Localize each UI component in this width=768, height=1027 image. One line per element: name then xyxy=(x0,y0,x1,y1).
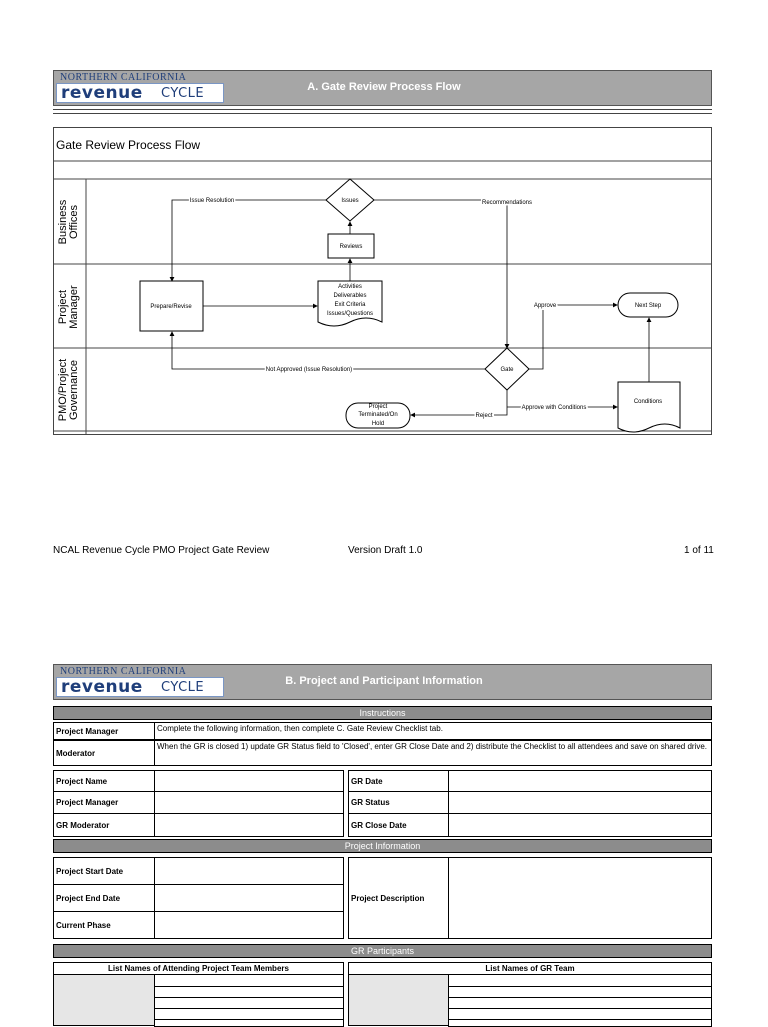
gr-moderator-field[interactable] xyxy=(154,813,344,837)
documents-shape xyxy=(317,280,383,327)
node-next-step-label: Next Step xyxy=(635,303,662,309)
edge-issue-resolution-label: Issue Resolution xyxy=(190,198,234,204)
start-date-label: Project Start Date xyxy=(53,857,155,885)
project-name-field[interactable] xyxy=(154,770,344,792)
current-phase-field[interactable] xyxy=(154,911,344,939)
revenue-cycle-logo: revenue CYCLE xyxy=(56,677,224,697)
instructions-band: Instructions xyxy=(53,706,712,720)
instr-moderator-label: Moderator xyxy=(53,740,155,766)
next-step-terminator xyxy=(617,292,679,318)
gr-status-label: GR Status xyxy=(348,791,449,814)
divider xyxy=(53,109,712,110)
edge-approve-label: Approve xyxy=(534,303,557,309)
conditions-document xyxy=(617,381,681,433)
gr-status-field[interactable] xyxy=(448,791,712,814)
instr-pm-label: Project Manager xyxy=(53,722,155,740)
edge-not-approved-label: Not Approved (Issue Resolution) xyxy=(266,367,352,373)
issues-diamond xyxy=(325,178,375,222)
node-docs-label-3: Exit Criteria xyxy=(334,302,366,308)
team-member-row[interactable] xyxy=(154,1019,344,1027)
project-manager-field[interactable] xyxy=(154,791,344,814)
project-manager-label: Project Manager xyxy=(53,791,155,814)
divider xyxy=(53,113,712,114)
node-terminated-label-2: Terminated/On xyxy=(358,412,397,418)
project-description-field[interactable] xyxy=(448,857,712,939)
section-a-title: A. Gate Review Process Flow xyxy=(307,81,461,93)
project-name-label: Project Name xyxy=(53,770,155,792)
section-a-header: NORTHERN CALIFORNIA revenue CYCLE A. Gat… xyxy=(53,70,712,106)
gr-moderator-label: GR Moderator xyxy=(53,813,155,837)
prepare-revise-box xyxy=(139,280,204,332)
node-issues-label: Issues xyxy=(341,198,358,204)
flow-title: Gate Review Process Flow xyxy=(56,138,201,152)
logo-cycle-text: CYCLE xyxy=(161,680,205,695)
reviews-box xyxy=(327,233,375,259)
logo-revenue-text: revenue xyxy=(61,83,143,103)
section-b-header: NORTHERN CALIFORNIA revenue CYCLE B. Pro… xyxy=(53,664,712,700)
edge-recommendations-label: Recommendations xyxy=(482,200,532,206)
edge-approve-conditions-label: Approve with Conditions xyxy=(522,405,587,411)
node-reviews-label: Reviews xyxy=(340,244,363,250)
node-terminated-label-3: Hold xyxy=(372,421,384,427)
lane-pmo-governance: PMO/Project Governance xyxy=(57,358,80,422)
project-description-label: Project Description xyxy=(348,857,449,939)
revenue-cycle-logo: revenue CYCLE xyxy=(56,83,224,103)
node-docs-label-2: Deliverables xyxy=(333,293,366,299)
end-date-label: Project End Date xyxy=(53,884,155,912)
node-prepare-label: Prepare/Revise xyxy=(150,304,192,310)
process-flow-frame xyxy=(53,127,712,435)
logo-cycle-text: CYCLE xyxy=(161,86,205,101)
team-label-cell xyxy=(53,974,155,1026)
instr-pm-text: Complete the following information, then… xyxy=(154,722,712,740)
logo-northern-california: NORTHERN CALIFORNIA xyxy=(60,72,187,83)
logo-northern-california: NORTHERN CALIFORNIA xyxy=(60,666,187,677)
gr-team-label-cell xyxy=(348,974,449,1026)
logo-revenue-text: revenue xyxy=(61,677,143,697)
node-terminated-label-1: Project xyxy=(369,404,388,410)
footer-title: NCAL Revenue Cycle PMO Project Gate Revi… xyxy=(53,545,270,556)
edge-reject-label: Reject xyxy=(475,413,492,419)
footer-page-number: 1 of 11 xyxy=(684,545,714,556)
gr-close-date-label: GR Close Date xyxy=(348,813,449,837)
gr-team-row[interactable] xyxy=(448,1019,712,1027)
node-docs-label-4: Issues/Questions xyxy=(327,311,373,317)
project-info-band: Project Information xyxy=(53,839,712,853)
node-docs-label-1: Activities xyxy=(338,284,362,290)
start-date-field[interactable] xyxy=(154,857,344,885)
process-flow-diagram: Issues Reviews Prepare/Revise Activities… xyxy=(53,160,712,434)
current-phase-label: Current Phase xyxy=(53,911,155,939)
end-date-field[interactable] xyxy=(154,884,344,912)
gr-date-field[interactable] xyxy=(448,770,712,792)
gr-date-label: GR Date xyxy=(348,770,449,792)
terminated-terminator xyxy=(345,402,411,429)
section-b-title: B. Project and Participant Information xyxy=(285,675,483,687)
node-gate-label: Gate xyxy=(500,367,514,373)
node-conditions-label: Conditions xyxy=(634,399,662,405)
footer-version: Version Draft 1.0 xyxy=(348,545,423,556)
participants-band: GR Participants xyxy=(53,944,712,958)
instr-moderator-text: When the GR is closed 1) update GR Statu… xyxy=(154,740,712,766)
gr-close-date-field[interactable] xyxy=(448,813,712,837)
